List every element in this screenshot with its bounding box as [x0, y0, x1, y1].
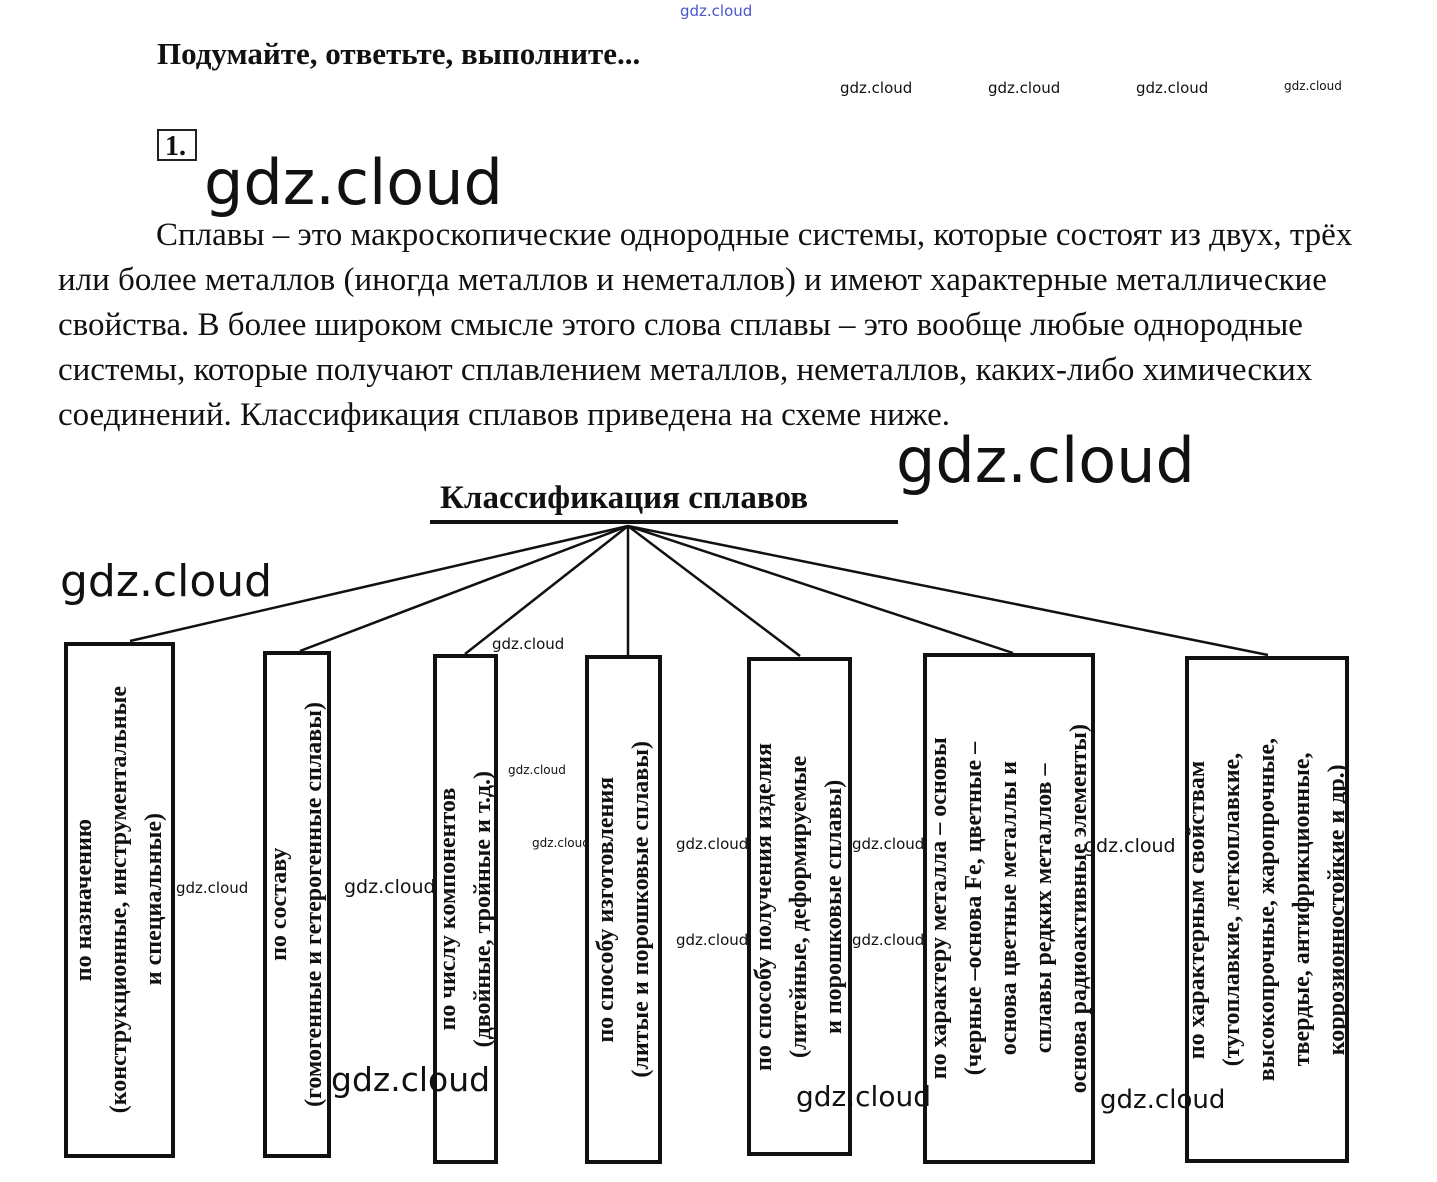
- box-text-line: и порошковые сплавы): [821, 779, 847, 1034]
- connector-line: [627, 524, 1014, 655]
- box-text-line: (литые и порошковые сплавы): [627, 741, 654, 1078]
- box-text-line: (конструкционные, инструментальные: [106, 686, 132, 1114]
- watermark: gdz.cloud: [1284, 79, 1342, 93]
- box-text: по составу (гомогенные и гетерогенные спл…: [262, 702, 332, 1107]
- watermark: gdz.cloud: [532, 836, 590, 850]
- title-underline: [430, 520, 898, 524]
- box-text-line: и специальные): [141, 813, 167, 987]
- box-text-line: (тугоплавкие, легкоплавкие,: [1218, 752, 1245, 1067]
- box-text-line: по способу изготовления: [592, 776, 619, 1043]
- box-text-line: основа цветные металлы и: [995, 761, 1022, 1056]
- watermark: gdz.cloud: [840, 79, 913, 97]
- task-number: 1.: [157, 129, 197, 162]
- watermark: gdz.cloud: [676, 835, 749, 853]
- category-box-manufacture: по способу изготовления (литые и порошков…: [585, 655, 662, 1164]
- box-text-line: (черные –основа Fe, цветные –: [960, 741, 987, 1076]
- box-text: по характерным свойствам (тугоплавкие, ле…: [1180, 738, 1355, 1081]
- box-text-line: по способу получения изделия: [751, 742, 777, 1071]
- box-text-line: по числу компонентов: [434, 787, 461, 1031]
- section-heading: Подумайте, ответьте, выполните...: [157, 36, 641, 71]
- watermark: gdz.cloud: [176, 879, 249, 897]
- watermark: gdz.cloud: [988, 79, 1061, 97]
- watermark: gdz.cloud: [1136, 79, 1209, 97]
- box-text-line: по назначению: [71, 818, 97, 982]
- category-box-purpose: по назначению (конструкционные, инструмен…: [64, 642, 175, 1158]
- connector-line: [299, 524, 629, 653]
- connector-line: [464, 525, 629, 655]
- box-text-line: (литейные, деформируемые: [786, 755, 812, 1058]
- watermark: gdz.cloud: [680, 2, 753, 20]
- box-text: по характеру металла – основы (черные –ос…: [922, 724, 1097, 1093]
- box-text-line: коррозионностойкие и др.): [1323, 764, 1350, 1055]
- watermark: gdz.cloud: [204, 146, 503, 219]
- category-box-product: по способу получения изделия (литейные, д…: [747, 657, 852, 1156]
- watermark: gdz.cloud: [60, 556, 273, 607]
- box-text-line: по характерным свойствам: [1183, 760, 1210, 1059]
- box-text-line: сплавы редких металлов –: [1030, 763, 1057, 1054]
- connector-line: [129, 524, 629, 643]
- category-box-components: по числу компонентов (двойные, тройные и …: [433, 654, 498, 1164]
- category-box-properties: по характерным свойствам (тугоплавкие, ле…: [1184, 656, 1350, 1163]
- box-text-line: высокопрочные, жаропрочные,: [1253, 737, 1280, 1082]
- box-text: по способу изготовления (литые и порошков…: [589, 741, 659, 1078]
- box-text: по способу получения изделия (литейные, д…: [747, 743, 852, 1071]
- watermark: gdz.cloud: [492, 635, 565, 653]
- box-text: по числу компонентов (двойные, тройные и …: [431, 771, 501, 1047]
- connector-line: [627, 524, 1269, 657]
- watermark: gdz.cloud: [1084, 835, 1176, 857]
- paragraph: Сплавы – это макроскопические однородные…: [58, 217, 1353, 433]
- connector-line: [627, 525, 801, 657]
- watermark: gdz.cloud: [896, 424, 1195, 497]
- watermark: gdz.cloud: [796, 1080, 931, 1113]
- watermark: gdz.cloud: [852, 835, 925, 853]
- watermark: gdz.cloud: [508, 763, 566, 777]
- diagram-title: Классификация сплавов: [440, 480, 809, 516]
- box-text-line: (гомогенные и гетерогенные сплавы): [301, 702, 327, 1107]
- watermark: gdz.cloud: [1100, 1085, 1226, 1115]
- watermark: gdz.cloud: [852, 931, 925, 949]
- box-text: по назначению (конструкционные, инструмен…: [67, 686, 172, 1113]
- watermark: gdz.cloud: [331, 1060, 491, 1099]
- category-box-base-metal: по характеру металла – основы (черные –ос…: [923, 653, 1095, 1164]
- watermark: gdz.cloud: [344, 876, 436, 898]
- box-text-line: (двойные, тройные и т.д.): [469, 770, 496, 1048]
- category-box-composition: по составу (гомогенные и гетерогенные спл…: [263, 651, 331, 1158]
- box-text-line: твердые, антифрикционные,: [1288, 752, 1315, 1067]
- box-text-line: основа радиоактивные элементы): [1065, 723, 1092, 1094]
- box-text-line: по составу: [266, 847, 292, 962]
- box-text-line: по характеру металла – основы: [925, 737, 952, 1080]
- watermark: gdz.cloud: [676, 931, 749, 949]
